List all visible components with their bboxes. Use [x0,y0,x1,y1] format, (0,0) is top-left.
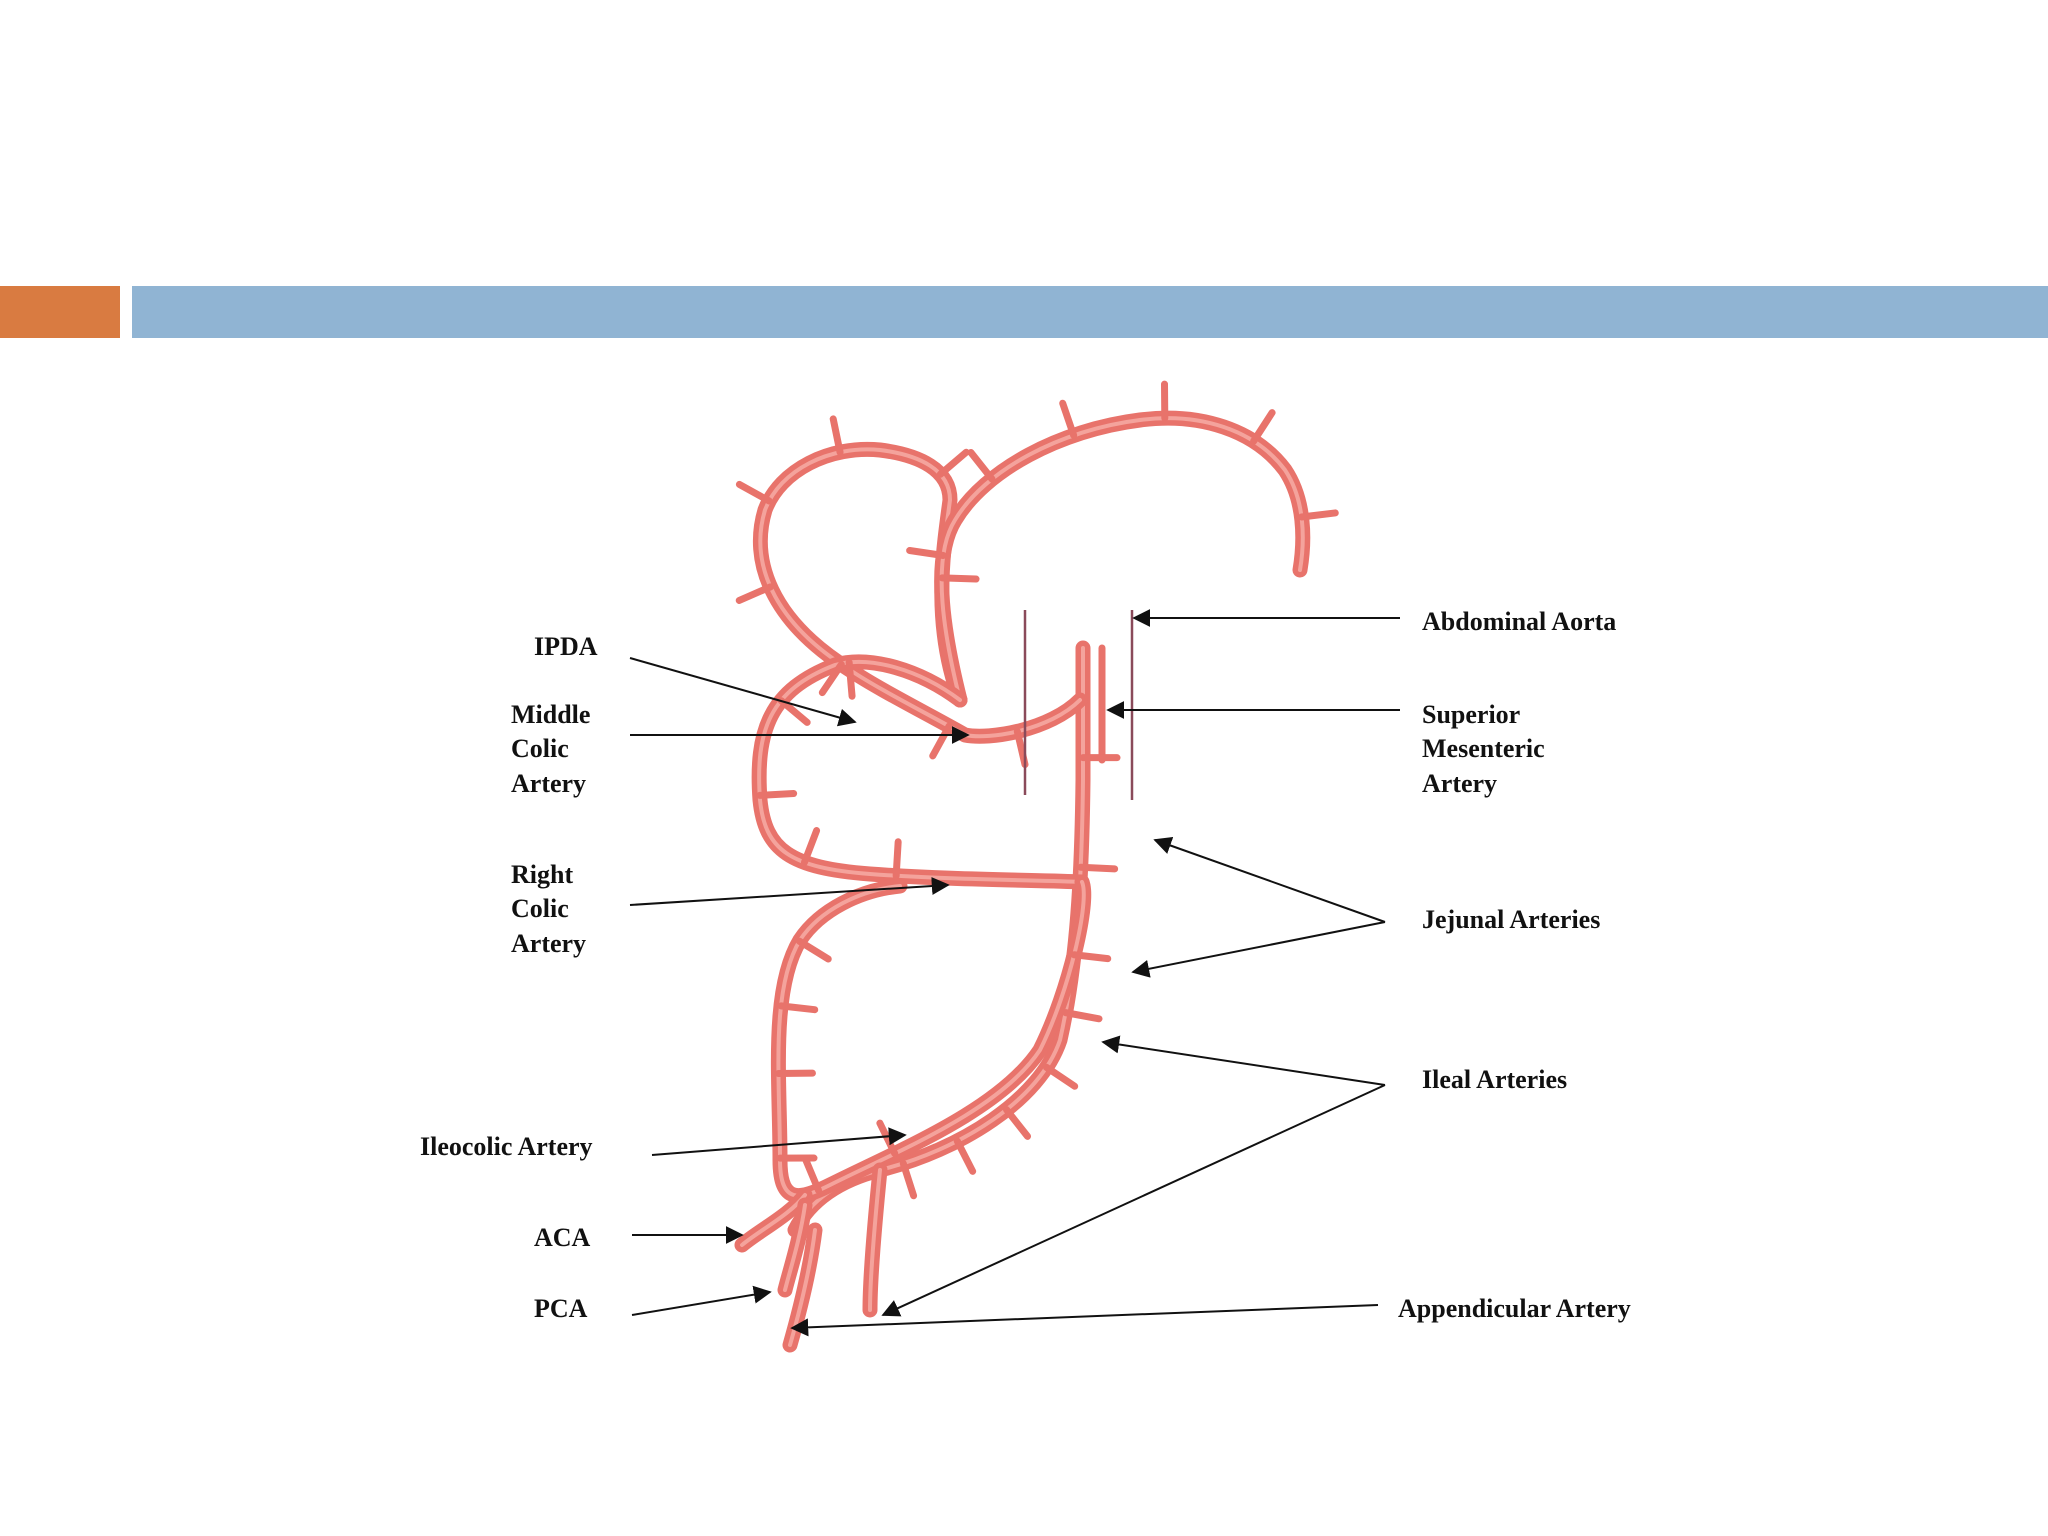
vasa-recta-branch [1013,727,1029,769]
vasa-recta-branch [899,1159,918,1200]
label-middle-colic-line3: Artery [511,769,586,798]
label-sma-line2: Mesenteric [1422,734,1545,763]
label-sma-line3: Artery [1422,769,1497,798]
pointer-ileocolic [651,1127,907,1156]
upper-arcade-highlight [939,416,1305,702]
middle-colic-loop-highlight [758,447,1082,739]
label-abdominal-aorta: Abdominal Aorta [1422,607,1616,636]
label-middle-colic-line1: Middle [511,700,590,729]
vasa-recta [735,380,1339,1200]
label-pca: PCA [534,1294,588,1323]
vasa-recta-branch [800,827,821,866]
label-right-colic-line1: Right [511,860,573,889]
label-right-colic-line2: Colic [511,894,569,923]
vasa-recta-branch [1059,399,1078,439]
middle-colic-loop [752,441,1088,744]
vasa-recta-branch [756,789,798,799]
vasa-recta-branch [801,1155,823,1194]
pointer-right-colic [629,877,950,906]
pca-branch-highlight [783,1203,807,1292]
vasa-recta-branch [1070,951,1112,963]
label-pointers [629,609,1400,1337]
pointer-ileal-1 [1101,1035,1386,1086]
vasa-recta-branch [953,1137,977,1175]
slide-title-bar [132,286,2048,338]
vasa-recta-branch [936,448,970,478]
pointer-ileal-2 [881,1084,1386,1317]
label-aca: ACA [534,1223,591,1252]
vasa-recta-branch [829,415,844,456]
vasa-recta-branch [735,583,774,604]
pointer-pca [631,1285,772,1316]
vasa-recta-branch [777,697,811,726]
pointer-jejunal-2 [1131,921,1386,978]
label-sma-line1: Superior [1422,700,1520,729]
label-middle-colic-line2: Colic [511,734,569,763]
label-ileal: Ileal Arteries [1422,1065,1567,1094]
vasa-recta-branch [1077,863,1119,873]
vasa-recta-branch [929,722,953,760]
label-ileocolic: Ileocolic Artery [420,1132,593,1161]
artery-network [734,410,1311,1353]
vasa-recta-branch [795,937,832,963]
pointer-appendicular [790,1304,1379,1337]
label-jejunal: Jejunal Arteries [1422,905,1600,934]
ileal-terminal-branch-highlight [868,1168,882,1312]
vasa-recta-branch [735,480,773,505]
vasa-recta-branch [1002,1106,1032,1140]
vasa-recta-branch [1298,509,1339,521]
vasa-recta-branch [892,838,902,880]
vasa-recta-branch [845,658,856,700]
label-appendicular: Appendicular Artery [1398,1294,1631,1323]
pointer-ipda [629,657,857,727]
pointer-jejunal-1 [1153,836,1386,923]
upper-arcade [934,410,1311,708]
vasa-recta-branch [777,1002,819,1014]
vasa-recta-branch [938,574,980,583]
vasa-recta-branch [906,547,947,559]
vasa-recta-branch [818,660,845,697]
vasa-recta-branch [1250,409,1276,445]
diagram-labels: IPDA Middle Colic Artery Right Colic Art… [420,607,1631,1323]
label-ipda: IPDA [534,632,598,661]
slide-accent-bar [0,286,120,338]
vasa-recta-branch [967,448,996,483]
vasa-recta-branch [876,1119,899,1158]
vasa-recta-branch [1062,1009,1103,1023]
vasa-recta-branch [1042,1063,1079,1090]
right-colic-loop-highlight [757,660,1084,884]
label-right-colic-line3: Artery [511,929,586,958]
